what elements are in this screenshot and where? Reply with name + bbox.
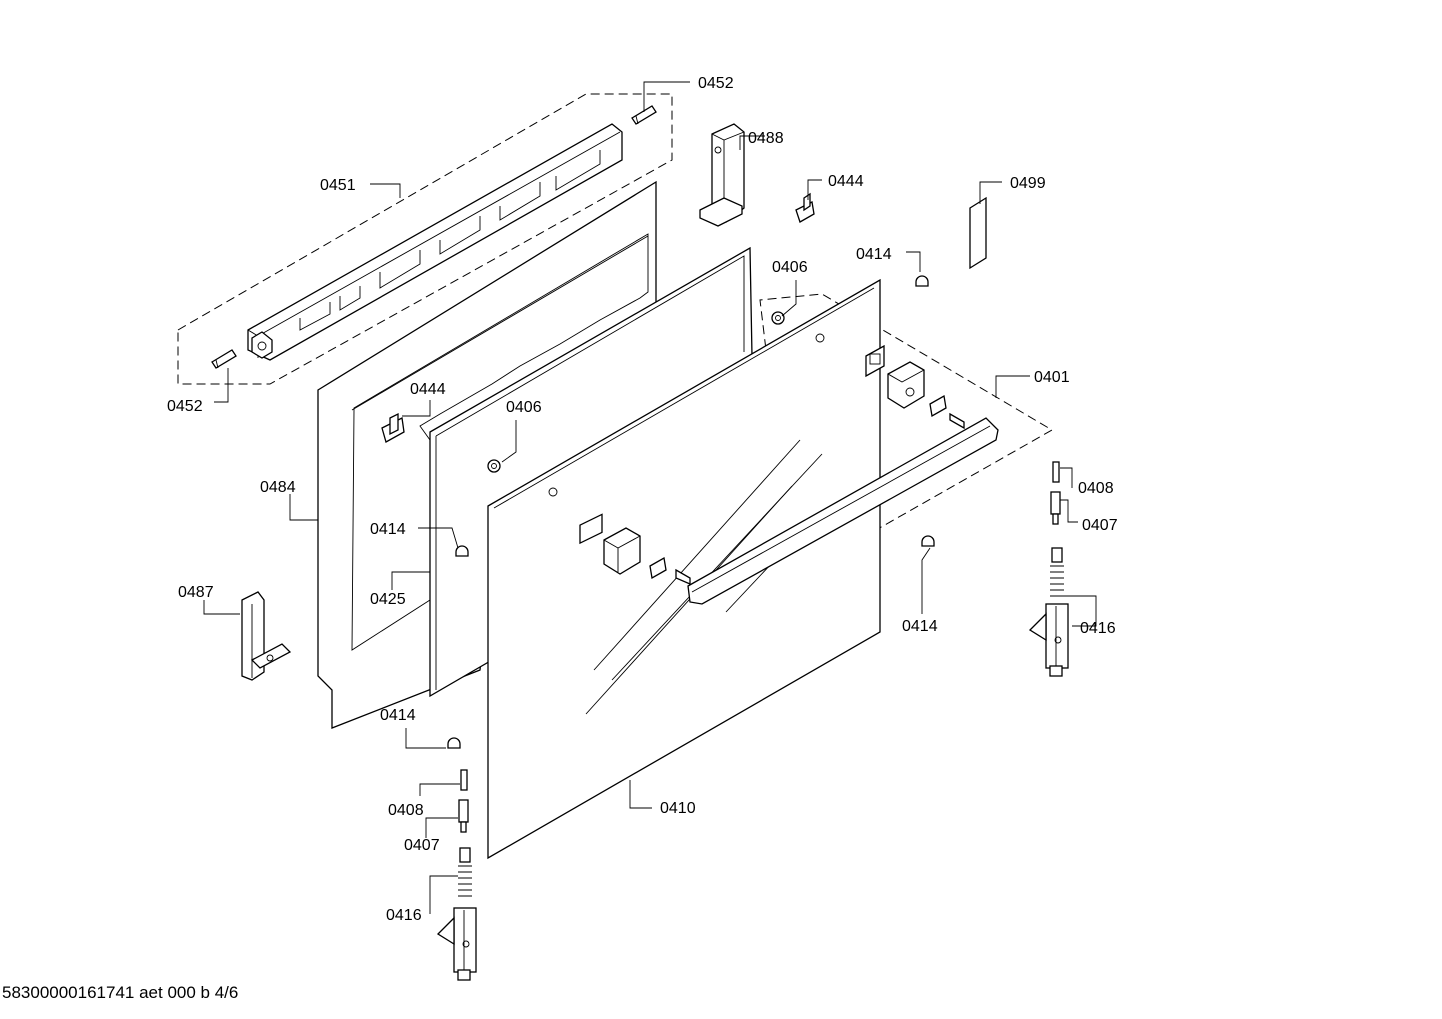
- bumper-0414-top: [915, 275, 929, 287]
- callout-0452-left: 0452: [167, 398, 203, 415]
- handle-block-left: [603, 527, 641, 575]
- spacer-0406-mid: [487, 459, 501, 473]
- callout-0414-mid: 0414: [370, 521, 406, 538]
- clip-right: [929, 394, 947, 418]
- spacer-0406-right: [771, 311, 785, 325]
- pin-0408-bottom: [460, 769, 468, 791]
- callout-0444-top: 0444: [828, 173, 864, 190]
- callout-0407-right: 0407: [1082, 517, 1118, 534]
- callout-0407-bottom: 0407: [404, 837, 440, 854]
- hinge-0416-right: [1028, 547, 1069, 677]
- callout-0414-right: 0414: [902, 618, 938, 635]
- pin-0407-bottom: [458, 799, 469, 833]
- mount-plate-right: [865, 344, 885, 378]
- mount-plate-left: [579, 513, 603, 545]
- bumper-0414-mid: [455, 545, 469, 557]
- callout-0499: 0499: [1010, 175, 1046, 192]
- callout-0488: 0488: [748, 130, 784, 147]
- callout-0414-bottom: 0414: [380, 707, 416, 724]
- bumper-0414-bottom: [447, 737, 461, 749]
- door-panel-0410: [487, 278, 881, 860]
- callout-0410: 0410: [660, 800, 696, 817]
- callout-0408-right: 0408: [1078, 480, 1114, 497]
- trim-assembly-outline: [177, 93, 673, 385]
- callout-0401: 0401: [1034, 369, 1070, 386]
- callout-0416-right: 0416: [1080, 620, 1116, 637]
- handle-block-right: [887, 361, 925, 409]
- leader-lines: [203, 81, 1097, 914]
- trim-strip-0451: [247, 123, 623, 361]
- label-strip-0499: [969, 196, 987, 270]
- pin-0407-right: [1050, 491, 1061, 525]
- callout-0452-top: 0452: [698, 75, 734, 92]
- pin-0452-top: [631, 105, 657, 125]
- callout-0444-left: 0444: [410, 381, 446, 398]
- callout-0487: 0487: [178, 584, 214, 601]
- callout-0406-right: 0406: [772, 259, 808, 276]
- clip-0444-left: [381, 412, 405, 443]
- side-bracket-0487: [241, 591, 292, 681]
- bumper-0414-right: [921, 535, 935, 547]
- door-handle-0401: [675, 412, 999, 605]
- callout-0451: 0451: [320, 177, 356, 194]
- callout-0408-bottom: 0408: [388, 802, 424, 819]
- side-bracket-0488: [699, 123, 745, 227]
- callout-0406-mid: 0406: [506, 399, 542, 416]
- pin-0452-left: [211, 349, 237, 369]
- callout-0484: 0484: [260, 479, 296, 496]
- drawing-id: 58300000161741 aet 000 b 4/6: [2, 983, 238, 1002]
- callout-0414-top: 0414: [856, 246, 892, 263]
- hinge-0416-bottom: [436, 847, 477, 981]
- callout-0416-bottom: 0416: [386, 907, 422, 924]
- clip-0444-top: [795, 192, 815, 223]
- clip-left: [649, 556, 667, 580]
- callout-0425: 0425: [370, 591, 406, 608]
- pin-0408-right: [1052, 461, 1060, 483]
